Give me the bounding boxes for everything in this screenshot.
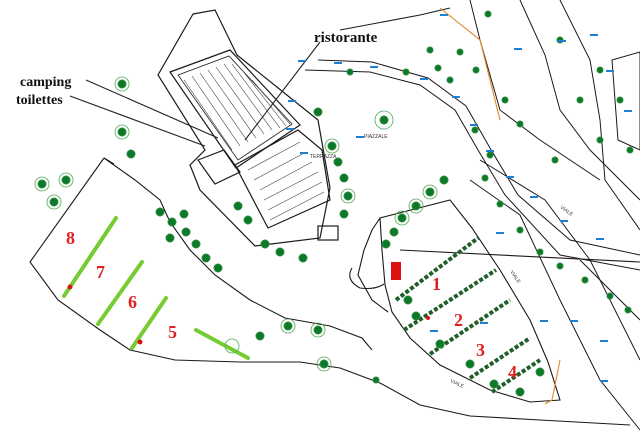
camping-label: camping [20,75,71,90]
east-area-outline [349,199,561,403]
zone-number: 2 [454,310,463,330]
west-area-outline [29,157,631,426]
viale-label-south: VIALE [449,378,465,390]
zone-number: 6 [128,292,137,312]
zone-number: 4 [508,362,517,382]
trees [37,10,634,397]
terrazza-label: TERRAZZA [310,154,337,160]
callout-lines [69,41,321,147]
zone-number: 3 [476,340,485,360]
viale-label-east: VIALE [508,270,521,286]
utility-lines [399,7,640,405]
zone-number: 7 [96,262,105,282]
hedge-rows [394,236,542,394]
red-markers [67,262,430,345]
building-roof-hatch [183,63,325,221]
piazzale-label: PIAZZALE [364,134,388,140]
tent-rows [62,216,250,360]
viale-label-northeast: VIALE [559,205,575,218]
top-right-building [611,51,640,151]
zone-number: 1 [432,274,441,294]
restaurant-label: ristorante [314,30,378,46]
toilettes-label: toilettes [16,93,63,108]
utility-markers [286,14,632,382]
entrance-marker-icon [391,262,401,280]
tree-rings [34,76,438,372]
zone-number: 5 [168,322,177,342]
zone-number: 8 [66,228,75,248]
